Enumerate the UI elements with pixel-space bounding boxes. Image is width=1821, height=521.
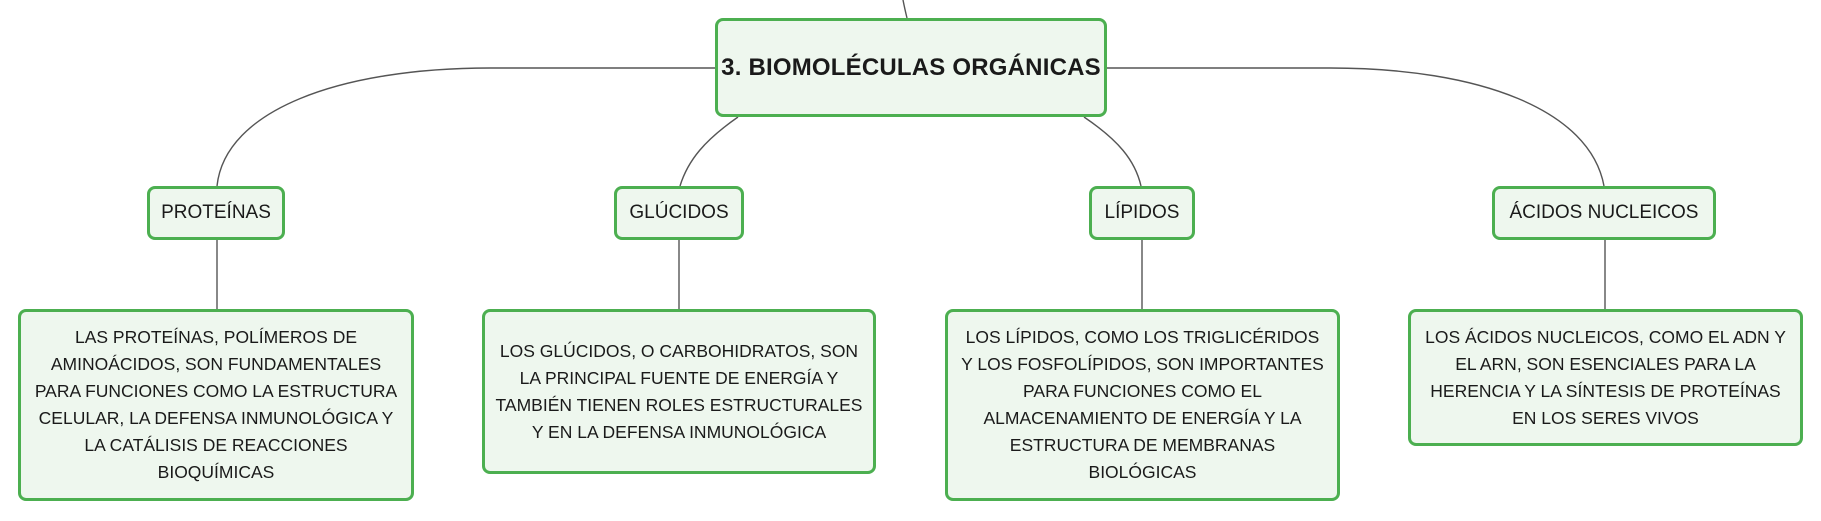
topic-node-glucidos[interactable]: GLÚCIDOS — [614, 186, 744, 240]
topic-label: GLÚCIDOS — [629, 202, 729, 223]
description-node-proteinas[interactable]: LAS PROTEÍNAS, POLÍMEROS DE AMINOÁCIDOS,… — [18, 309, 414, 501]
connector-parent-to-root — [902, 0, 908, 19]
description-node-glucidos[interactable]: LOS GLÚCIDOS, O CARBOHIDRATOS, SON LA PR… — [482, 309, 876, 474]
topic-label: ÁCIDOS NUCLEICOS — [1509, 202, 1699, 223]
description-text: LAS PROTEÍNAS, POLÍMEROS DE AMINOÁCIDOS,… — [34, 327, 398, 482]
topic-node-proteinas[interactable]: PROTEÍNAS — [147, 186, 285, 240]
description-text: LOS LÍPIDOS, COMO LOS TRIGLICÉRIDOS Y LO… — [961, 327, 1324, 482]
connector-root-to-acidos — [1107, 67, 1605, 187]
root-node[interactable]: 3. BIOMOLÉCULAS ORGÁNICAS — [715, 18, 1107, 117]
topic-label: PROTEÍNAS — [161, 202, 271, 223]
description-text: LOS ÁCIDOS NUCLEICOS, COMO EL ADN Y EL A… — [1425, 326, 1786, 428]
topic-node-lipidos[interactable]: LÍPIDOS — [1089, 186, 1195, 240]
description-node-lipidos[interactable]: LOS LÍPIDOS, COMO LOS TRIGLICÉRIDOS Y LO… — [945, 309, 1340, 501]
connector-root-to-proteinas — [216, 67, 715, 187]
description-text: LOS GLÚCIDOS, O CARBOHIDRATOS, SON LA PR… — [495, 340, 863, 442]
root-title: 3. BIOMOLÉCULAS ORGÁNICAS — [721, 53, 1101, 81]
connector-root-to-lipidos — [1083, 116, 1142, 187]
connector-root-to-glucidos — [679, 116, 739, 187]
topic-label: LÍPIDOS — [1104, 202, 1180, 223]
topic-node-acidos-nucleicos[interactable]: ÁCIDOS NUCLEICOS — [1492, 186, 1716, 240]
description-node-acidos-nucleicos[interactable]: LOS ÁCIDOS NUCLEICOS, COMO EL ADN Y EL A… — [1408, 309, 1803, 446]
